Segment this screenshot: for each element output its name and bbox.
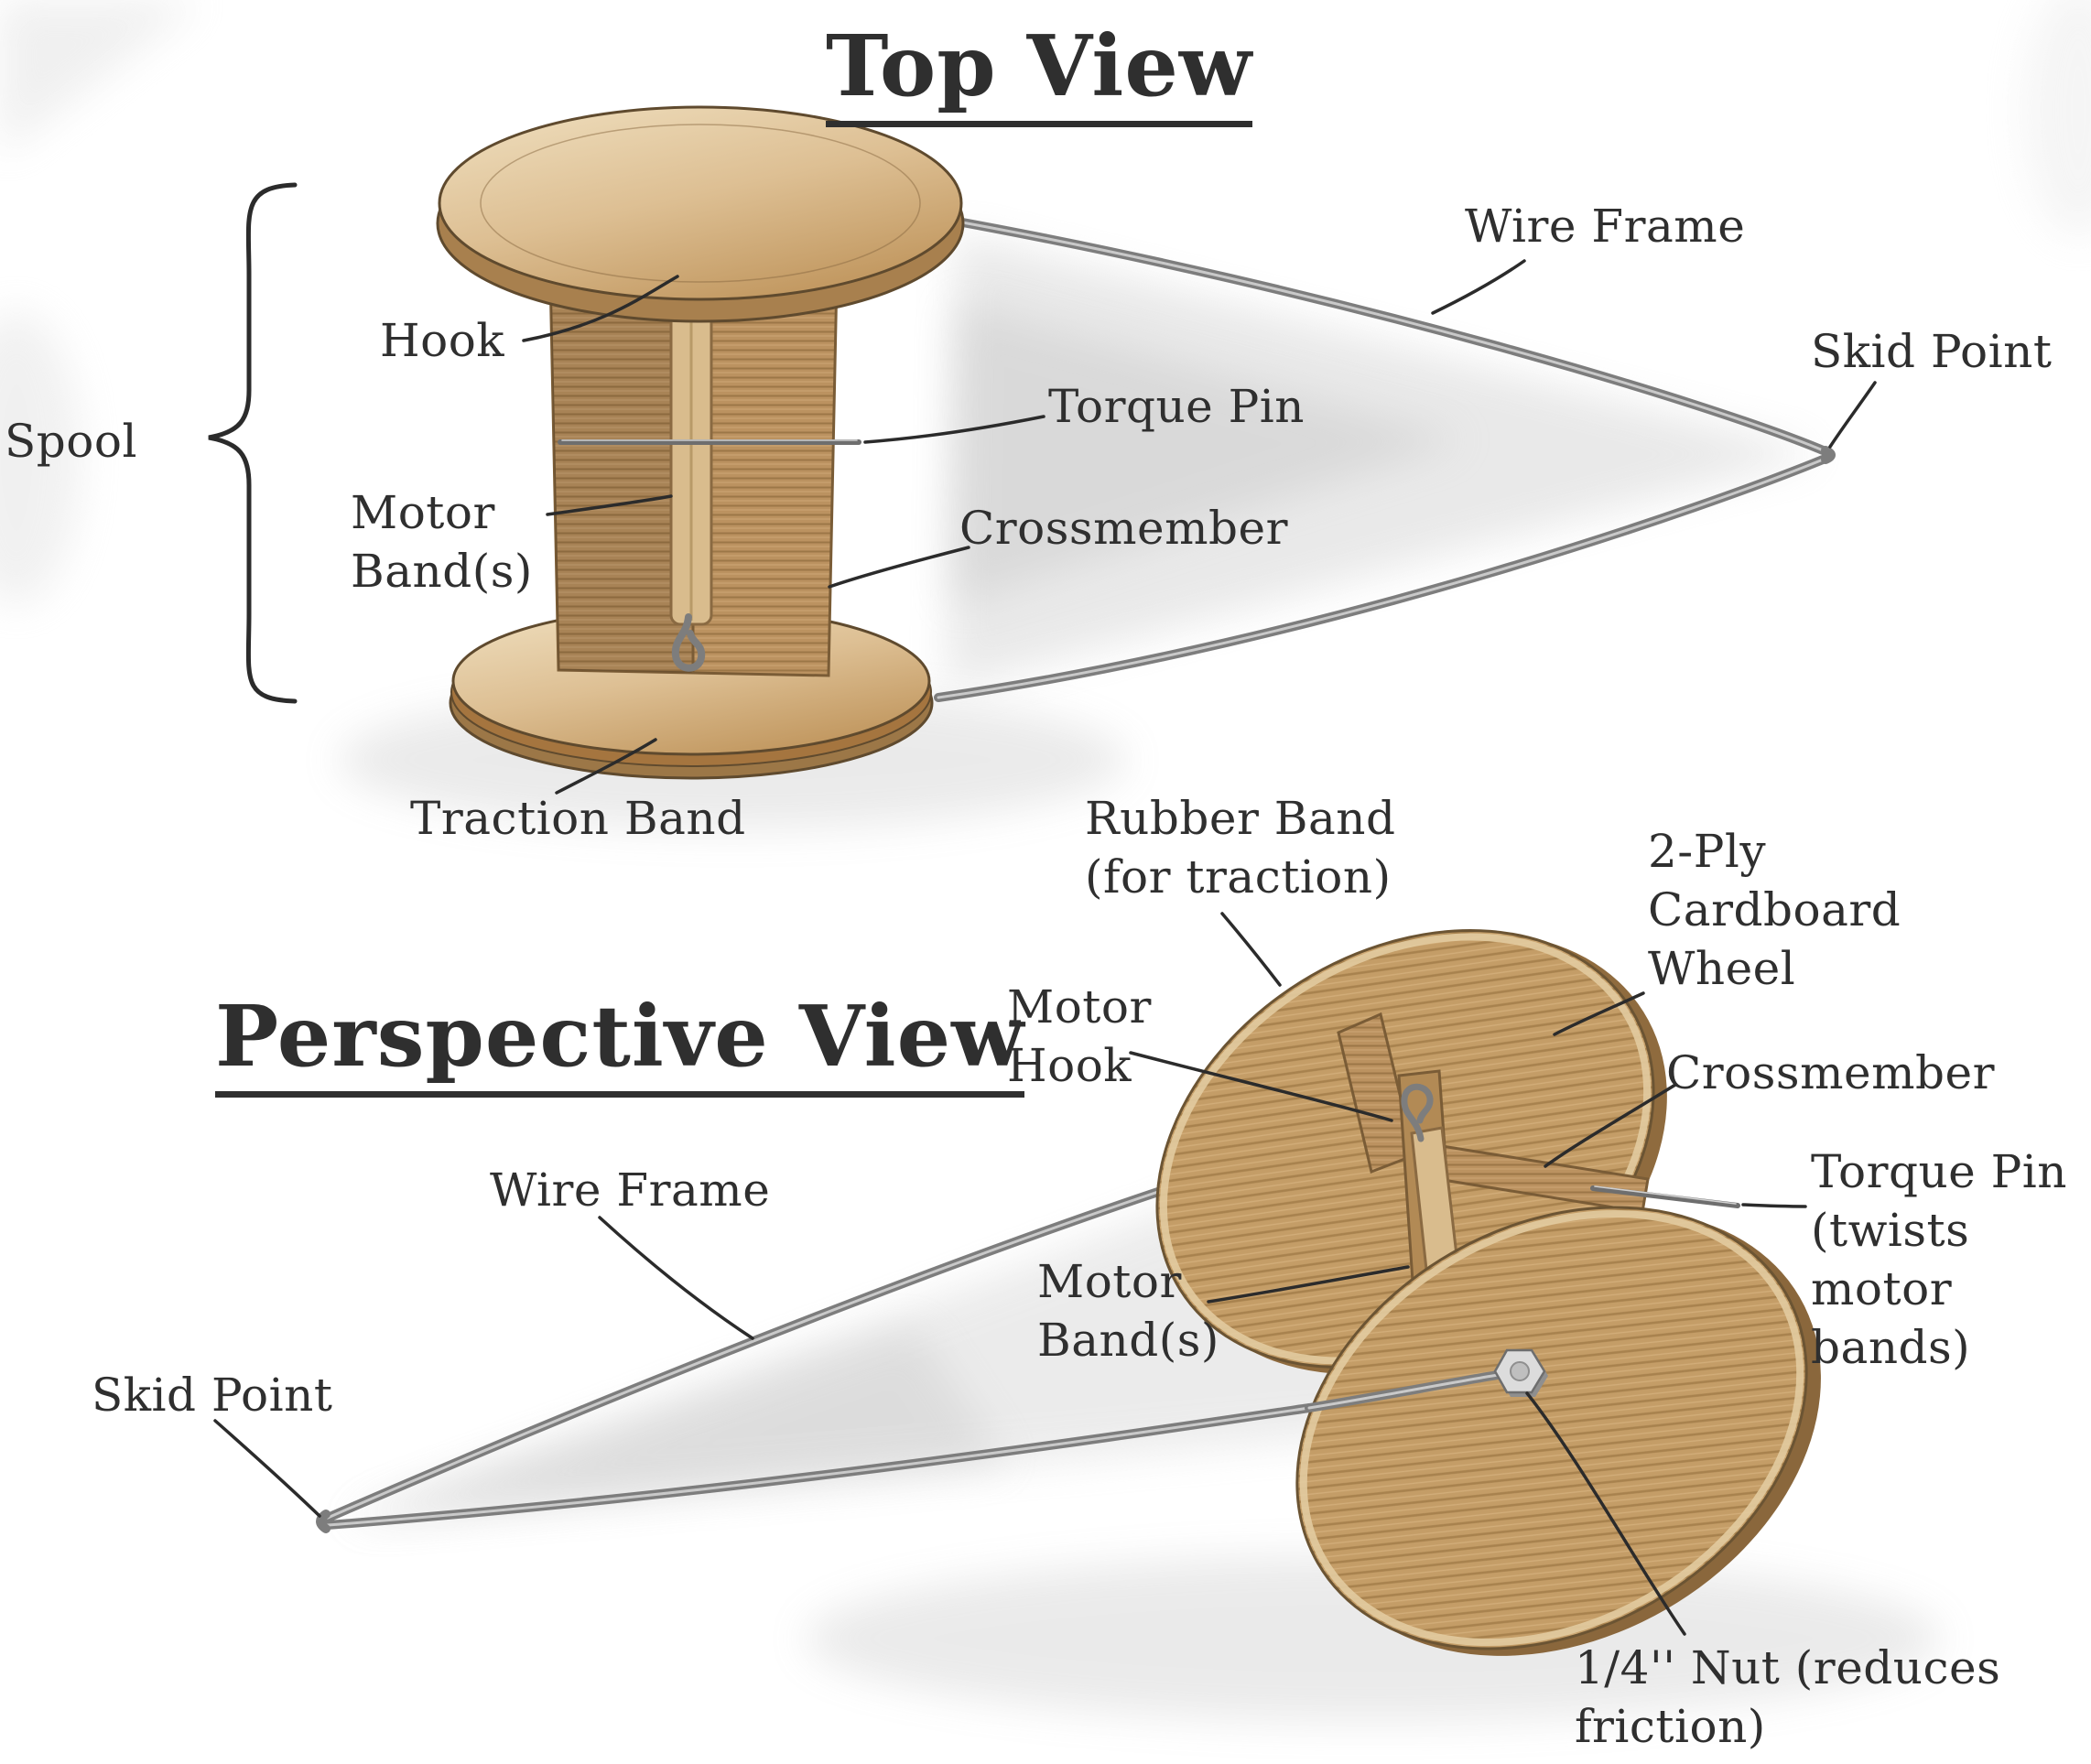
skid-point-tip xyxy=(1821,446,1836,464)
leader-crossmember-persp xyxy=(1544,1083,1677,1168)
label-motor-bands-persp: Motor Band(s) xyxy=(1037,1255,1219,1367)
leader-wire-frame-top xyxy=(1431,259,1526,315)
leader-nut xyxy=(1525,1391,1686,1636)
leader-traction-band xyxy=(555,738,657,795)
top-view-title: Top View xyxy=(826,16,1253,127)
label-crossmember-persp: Crossmember xyxy=(1666,1046,1995,1099)
label-motor-hook: Motor Hook xyxy=(1007,980,1152,1092)
label-skid-point-top: Skid Point xyxy=(1811,325,2053,378)
spool-brace xyxy=(208,182,298,704)
label-torque-pin-top: Torque Pin xyxy=(1048,380,1305,433)
label-motor-bands-top: Motor Band(s) xyxy=(351,486,533,598)
leader-rubber-band xyxy=(1220,912,1282,987)
label-skid-point-persp: Skid Point xyxy=(92,1369,333,1422)
label-cardboard-wheel: 2-Ply Cardboard Wheel xyxy=(1648,825,1901,995)
leader-torque-pin-top xyxy=(863,415,1046,444)
torque-pin-top xyxy=(558,439,861,445)
leader-motor-bands-top xyxy=(546,494,673,516)
axle-wire-and-nut xyxy=(1305,1348,1548,1412)
label-wire-frame-top: Wire Frame xyxy=(1465,200,1746,253)
label-crossmember-top: Crossmember xyxy=(959,502,1288,555)
leader-skid-point-top xyxy=(1828,381,1877,449)
label-spool: Spool xyxy=(5,415,137,468)
leader-skid-point-persp xyxy=(213,1419,321,1518)
leader-torque-pin-persp xyxy=(1741,1203,1807,1208)
skid-point-tip-persp xyxy=(316,1510,330,1533)
top-view-illustration xyxy=(208,105,1877,828)
label-hook: Hook xyxy=(380,314,505,367)
perspective-view-title: Perspective View xyxy=(215,987,1025,1098)
motor-hook-icon xyxy=(1401,1083,1434,1142)
leader-motor-hook xyxy=(1129,1051,1393,1122)
leader-cardboard-wheel xyxy=(1553,991,1645,1036)
perspective-leader-lines xyxy=(213,912,1807,1636)
leader-crossmember-top xyxy=(828,546,970,589)
wire-frame-top xyxy=(934,215,1836,702)
perspective-view-illustration xyxy=(213,912,1941,1721)
leader-hook xyxy=(522,275,679,342)
torque-pin-perspective xyxy=(1590,1185,1740,1208)
leader-wire-frame-persp xyxy=(598,1216,754,1340)
label-rubber-band: Rubber Band (for traction) xyxy=(1085,792,1396,904)
crossmember-top xyxy=(547,227,840,677)
top-view-leader-lines xyxy=(522,259,1877,795)
label-torque-pin-persp: Torque Pin (twists motor bands) xyxy=(1811,1145,2067,1374)
background-shading xyxy=(0,0,2091,604)
leader-motor-bands-persp xyxy=(1207,1265,1410,1304)
spool-top-disc xyxy=(436,105,965,323)
label-nut: 1/4'' Nut (reduces friction) xyxy=(1575,1641,2001,1753)
label-wire-frame-persp: Wire Frame xyxy=(490,1163,771,1217)
hook-bottom-icon xyxy=(671,613,706,672)
label-traction-band: Traction Band xyxy=(410,792,746,845)
